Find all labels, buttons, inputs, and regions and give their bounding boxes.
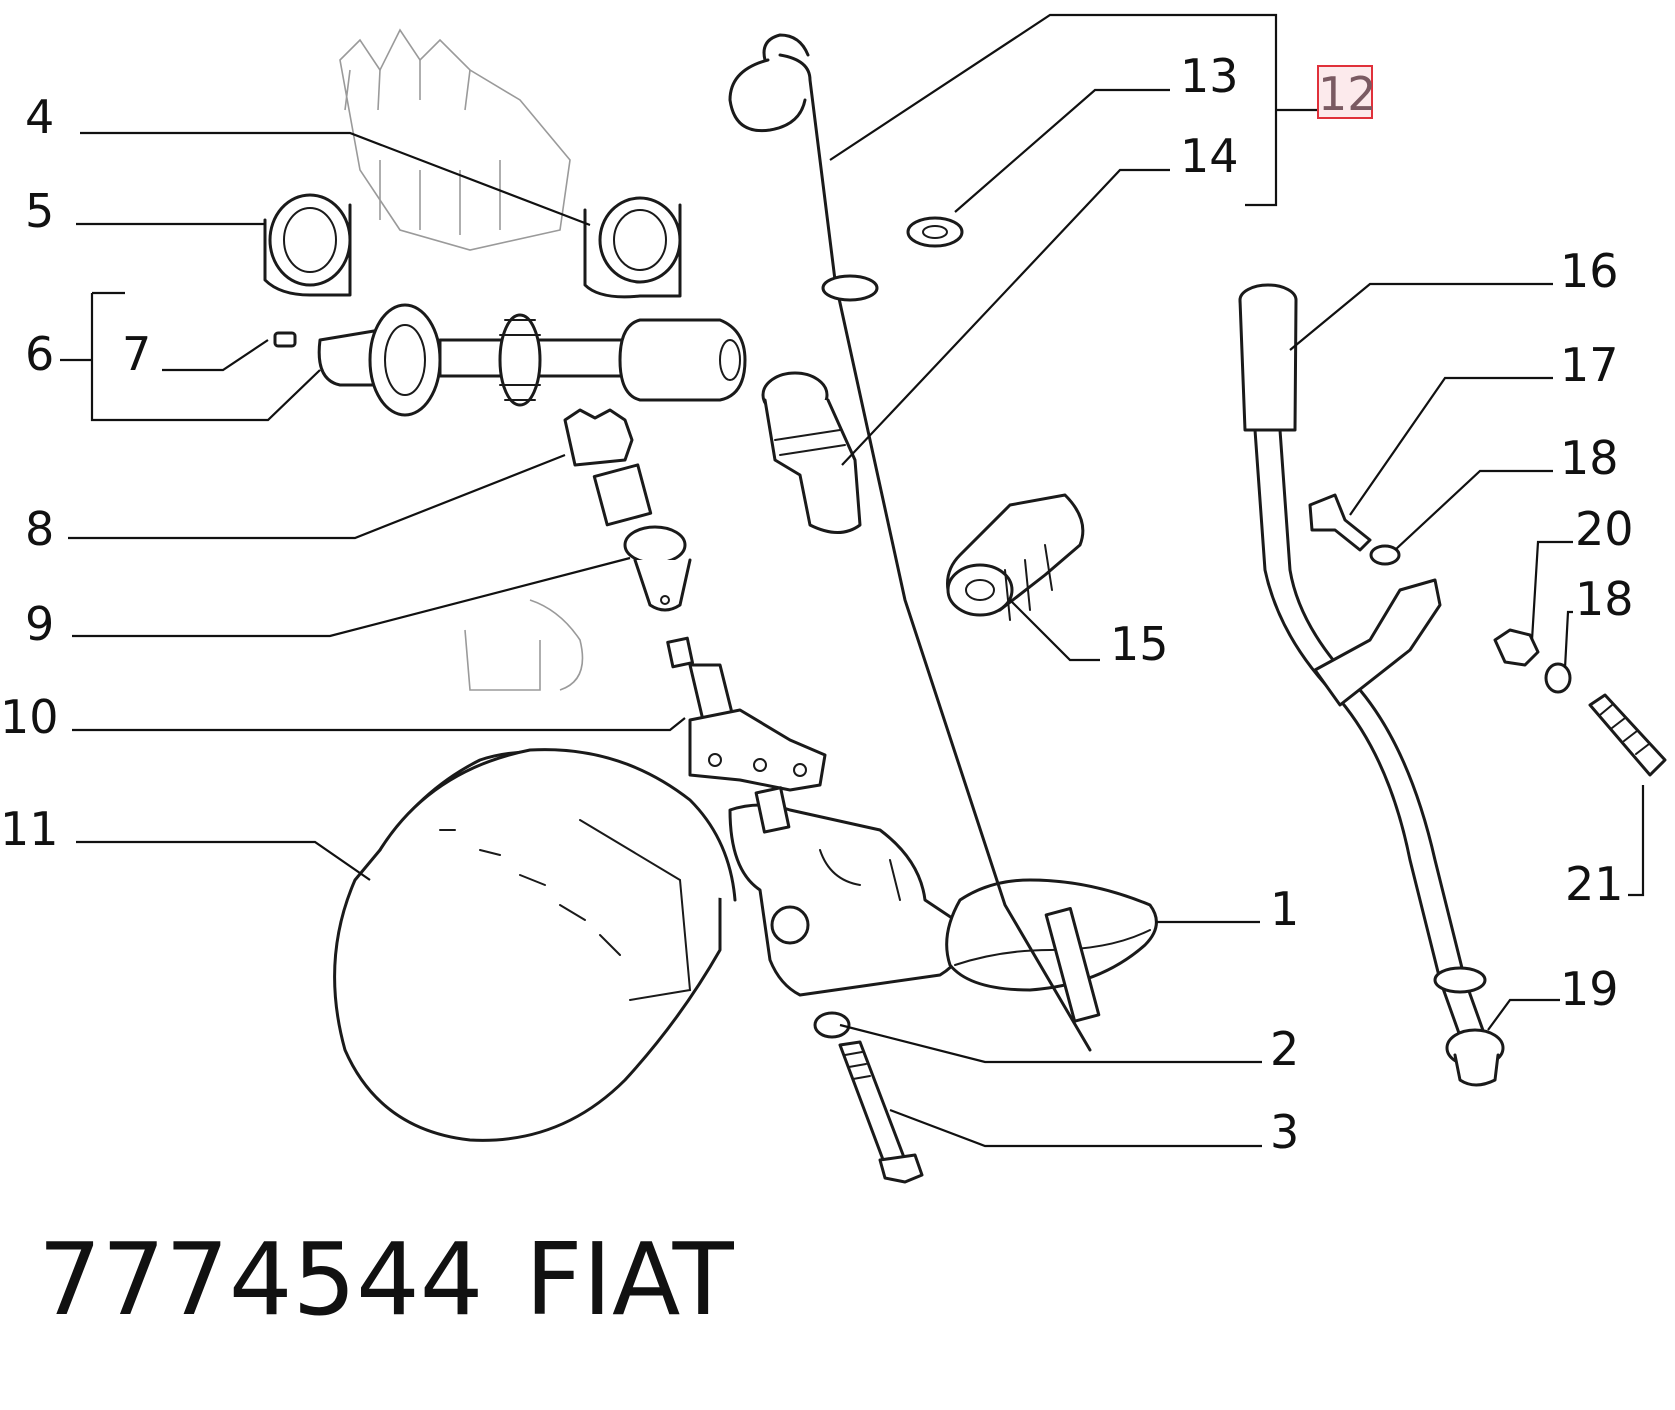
part-20-nut[interactable] [1493, 628, 1540, 667]
callout-4[interactable]: 4 [25, 90, 54, 144]
leader-14 [841, 168, 1170, 466]
oil-pump-body[interactable] [728, 786, 972, 997]
leader-18b [1563, 610, 1573, 669]
leader-13 [954, 88, 1170, 213]
callout-12-highlight [1317, 65, 1373, 119]
leader-11 [76, 840, 371, 881]
callout-7[interactable]: 7 [122, 327, 151, 381]
brand-label: FIAT [525, 1221, 734, 1338]
callout-20[interactable]: 20 [1575, 502, 1634, 556]
leader-17 [1349, 376, 1553, 516]
leader-4 [80, 131, 591, 227]
callout-1[interactable]: 1 [1270, 882, 1299, 936]
leader-19 [1487, 998, 1560, 1031]
leader-16 [1289, 282, 1553, 351]
leader-8 [68, 453, 566, 540]
callout-11[interactable]: 11 [0, 802, 59, 856]
part-7-pin[interactable] [273, 331, 297, 348]
callout-16[interactable]: 16 [1560, 244, 1619, 298]
callout-21[interactable]: 21 [1565, 857, 1624, 911]
part-11-oil-filter[interactable] [333, 748, 737, 1142]
part-10-gasket[interactable] [666, 636, 827, 792]
part-2-washer[interactable] [813, 1011, 851, 1039]
leader-10 [72, 717, 686, 732]
part-18-washer[interactable] [1369, 544, 1401, 566]
part-number-label: 7774544 [38, 1221, 484, 1338]
callout-10[interactable]: 10 [0, 690, 59, 744]
part-12-dipstick[interactable] [728, 33, 1101, 1052]
leader-21 [1628, 785, 1645, 897]
leader-18 [1394, 469, 1553, 551]
leader-7 [162, 339, 269, 372]
callout-3[interactable]: 3 [1270, 1105, 1299, 1159]
part-18-washer-second[interactable] [1544, 662, 1572, 694]
leader-2 [839, 1023, 1262, 1064]
part-14-plug[interactable] [761, 371, 862, 534]
part-17-bolt[interactable] [1308, 493, 1372, 552]
ghost-wire [464, 599, 584, 691]
leader-6 [60, 291, 321, 422]
leader-12 [829, 13, 1318, 207]
part-4-bushing[interactable] [583, 196, 682, 299]
callout-5[interactable]: 5 [25, 184, 54, 238]
callout-13[interactable]: 13 [1180, 49, 1239, 103]
leader-3 [889, 1108, 1262, 1148]
part-16-dipstick-tube[interactable] [1238, 283, 1492, 1052]
part-6-drive-shaft[interactable] [317, 303, 747, 417]
callout-14[interactable]: 14 [1180, 129, 1239, 183]
callout-17[interactable]: 17 [1560, 338, 1619, 392]
part-13-washer[interactable] [906, 216, 964, 248]
part-15-union[interactable] [946, 493, 1085, 621]
callout-6[interactable]: 6 [25, 327, 54, 381]
part-9-sleeve[interactable] [623, 525, 692, 612]
leader-20 [1530, 540, 1573, 641]
part-5-bushing[interactable] [263, 193, 352, 297]
callout-18[interactable]: 18 [1560, 431, 1619, 485]
distributor-cap-ghost [339, 28, 571, 251]
callout-2[interactable]: 2 [1270, 1022, 1299, 1076]
leader-15 [1009, 599, 1100, 662]
callout-15[interactable]: 15 [1110, 617, 1169, 671]
callout-19[interactable]: 19 [1560, 962, 1619, 1016]
callout-9[interactable]: 9 [25, 597, 54, 651]
callout-numbers: 4 5 6 7 8 9 10 11 13 12 14 16 17 18 20 1… [0, 49, 1634, 1159]
part-8-gear[interactable] [563, 408, 653, 527]
callout-8[interactable]: 8 [25, 502, 54, 556]
part-21-stud[interactable] [1588, 693, 1667, 777]
part-3-screw[interactable] [838, 1040, 924, 1184]
leader-lines [60, 13, 1645, 1148]
callout-12[interactable]: 12 [1318, 67, 1377, 121]
callout-18-second[interactable]: 18 [1575, 572, 1634, 626]
leader-9 [72, 556, 631, 638]
part-19-grommet[interactable] [1445, 1028, 1505, 1087]
